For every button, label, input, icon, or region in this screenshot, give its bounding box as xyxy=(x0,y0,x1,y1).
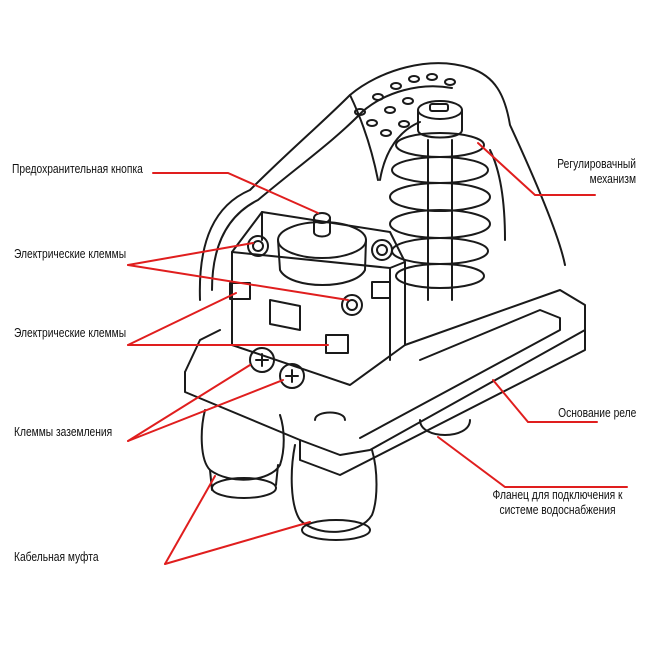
cover-vent xyxy=(402,97,414,105)
relay-base-flange-ring xyxy=(314,411,346,421)
relay-base-inner xyxy=(359,309,561,439)
spring xyxy=(389,132,491,301)
label-electric-terminals-2: Электрические клеммы xyxy=(14,326,127,340)
cover-vent xyxy=(444,78,456,86)
cover-inner-edge xyxy=(211,85,453,291)
cover-vent xyxy=(366,119,378,127)
leader-electric-terminals-1b xyxy=(127,264,349,301)
leader-ground-a xyxy=(127,364,251,442)
leader-relay-base xyxy=(492,379,598,423)
leader-cable-sleeve-a xyxy=(164,475,216,565)
label-flange-line1: Фланец для подключения к xyxy=(492,488,623,502)
label-flange: Фланец для подключения к системе водосна… xyxy=(486,488,630,518)
adjusting-nut-body xyxy=(417,109,463,139)
leader-ground-b xyxy=(127,379,284,442)
cover-vent xyxy=(384,106,396,114)
ground-screws xyxy=(249,347,305,389)
leader-safety-button xyxy=(152,172,319,214)
leader-cable-sleeve-b xyxy=(164,521,311,565)
terminal-block xyxy=(229,211,406,386)
label-cable-sleeve: Кабельная муфта xyxy=(14,550,99,564)
relay-base-outline xyxy=(184,289,586,456)
cover-vent xyxy=(426,73,438,81)
leader-flange xyxy=(437,436,628,488)
label-ground-terminals: Клеммы заземления xyxy=(14,425,113,439)
label-relay-base: Основание реле xyxy=(557,406,636,420)
safety-button xyxy=(277,212,367,286)
cable-sleeve-left xyxy=(200,409,285,499)
label-adjusting-mechanism-line1: Регулировачный xyxy=(557,157,636,171)
cover-vent xyxy=(398,120,410,128)
label-adjusting-mechanism-line2: механизм xyxy=(589,172,636,186)
leader-electric-terminals-1a xyxy=(127,242,254,266)
label-safety-button: Предохранительная кнопка xyxy=(12,162,143,176)
adjusting-nut-slot xyxy=(429,103,449,112)
cover-vent xyxy=(380,129,392,137)
leader-electric-terminals-2a xyxy=(127,292,237,346)
label-flange-line2: системе водоснабжения xyxy=(499,503,616,517)
label-electric-terminals-1: Электрические клеммы xyxy=(14,247,127,261)
cover-outline xyxy=(198,62,566,301)
cover-top-ridge xyxy=(349,94,379,181)
cable-sleeve-right xyxy=(290,444,378,541)
cover-vent xyxy=(372,93,384,101)
flange xyxy=(419,419,471,436)
cover-vent xyxy=(390,82,402,90)
leader-adjusting-mechanism xyxy=(477,142,596,196)
cover-vent xyxy=(408,75,420,83)
relay-base-front xyxy=(184,329,586,476)
cover-vent xyxy=(354,108,366,116)
label-adjusting-mechanism: Регулировачный механизм xyxy=(557,157,636,187)
